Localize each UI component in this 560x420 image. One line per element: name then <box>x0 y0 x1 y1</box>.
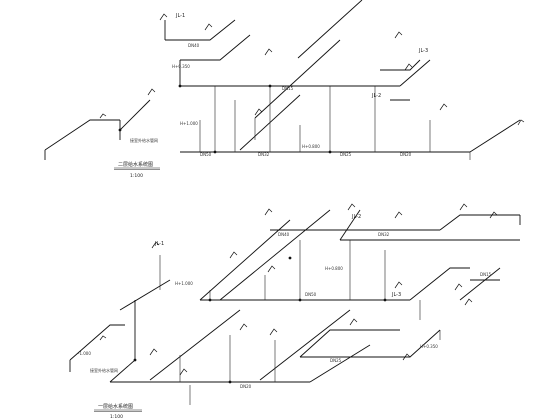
diagonal-end-right <box>469 119 521 153</box>
upper-title: 二层给水系统图 <box>118 161 153 168</box>
fixture-faucet-icon <box>347 203 356 211</box>
valve-icon <box>298 298 302 302</box>
fixture-faucet-icon <box>159 13 168 21</box>
valve-icon <box>228 380 232 384</box>
riser-branch-right <box>399 59 431 87</box>
fixture-faucet-icon <box>349 318 358 326</box>
elevation-label: H+1.000 <box>180 121 198 126</box>
lower-scale: 1:100 <box>110 414 123 420</box>
pipe-size-label: DN32 <box>258 152 270 157</box>
upper-isometric-diagram: JL-1 JL-2 JL-3 DN40 DN50 DN32 DN25 DN20 … <box>44 0 525 179</box>
lower-isometric-diagram: JL-1 JL-2 JL-3 DN40 DN32 DN50 DN25 DN20 … <box>69 203 521 420</box>
fixture-faucet-icon <box>517 119 525 126</box>
pipe-size-label: DN25 <box>330 358 342 363</box>
fixture-faucet-icon <box>147 88 156 96</box>
riser-label: JL-3 <box>391 292 401 298</box>
valve-icon <box>208 298 212 302</box>
fixture-faucet-icon <box>459 203 468 211</box>
riser-label: JL-1 <box>154 241 164 247</box>
fixture-faucet-icon <box>264 48 273 56</box>
pipe-size-label: DN40 <box>188 43 200 48</box>
inlet-pipe <box>44 119 120 151</box>
fixture-faucet-icon <box>394 281 403 289</box>
fixture-faucet-icon <box>239 323 248 331</box>
valve-icon <box>118 128 122 132</box>
fixture-faucet-icon <box>151 241 160 249</box>
fixture-faucet-icon <box>402 353 411 361</box>
fixture-faucet-icon <box>394 31 403 39</box>
riser-label: JL-2 <box>371 93 381 99</box>
note-label: 接室外给水管网 <box>90 367 118 373</box>
valve-icon <box>328 150 332 154</box>
fixture-faucet-icon <box>267 265 276 273</box>
valve-icon <box>383 298 387 302</box>
pipe-size-label: DN50 <box>200 152 212 157</box>
branch-diagonal-a <box>254 39 341 119</box>
fixture-faucet-icon <box>229 251 238 259</box>
fixture-faucet-icon <box>99 113 107 119</box>
pipe-size-label: DN15 <box>282 86 294 91</box>
elevation-label: H+0.350 <box>172 64 190 69</box>
elevation-label: H+0.800 <box>302 144 320 149</box>
valve-icon <box>288 256 292 260</box>
valve-icon <box>268 84 272 88</box>
fixture-faucet-icon <box>264 208 273 216</box>
riser-label: JL-2 <box>351 214 361 220</box>
pipe-size-label: DN50 <box>305 292 317 297</box>
valve-icon <box>178 84 182 88</box>
fixture-faucet-icon <box>454 283 463 291</box>
elevation-label: -1.000 <box>78 351 91 356</box>
upper-scale: 1:100 <box>130 173 143 179</box>
elevation-label: H+1.000 <box>175 281 193 286</box>
riser-label: JL-3 <box>418 48 428 54</box>
fixture-faucet-icon <box>439 103 448 111</box>
pipe-size-label: DN25 <box>340 152 352 157</box>
fixture-faucet-icon <box>404 63 413 71</box>
fixture-faucet-icon <box>204 23 213 31</box>
lower-title: 一层给水系统图 <box>98 403 133 410</box>
pipe-size-label: DN15 <box>480 272 492 277</box>
pipe-size-label: DN32 <box>378 232 390 237</box>
note-label: 接室外给水管网 <box>130 137 158 143</box>
fixture-faucet-icon <box>149 348 158 356</box>
fixture-faucet-icon <box>269 328 278 336</box>
fixture-faucet-icon <box>99 335 107 341</box>
elevation-label: H+0.350 <box>420 344 438 349</box>
pipe-size-label: DN40 <box>278 232 290 237</box>
fixture-faucet-icon <box>394 211 403 219</box>
valve-icon <box>133 358 137 362</box>
pipe-size-label: DN20 <box>400 152 412 157</box>
fixture-faucet-icon <box>489 211 498 219</box>
elevation-label: H+0.800 <box>325 266 343 271</box>
fixture-faucet-icon <box>464 298 473 306</box>
pipe-size-label: DN20 <box>240 384 252 389</box>
valve-icon <box>213 150 217 154</box>
fixture-faucet-icon <box>179 368 188 376</box>
riser-label: JL-1 <box>175 13 185 19</box>
fixture-faucet-icon <box>254 108 263 116</box>
main-pipe-diagonal <box>297 0 363 59</box>
